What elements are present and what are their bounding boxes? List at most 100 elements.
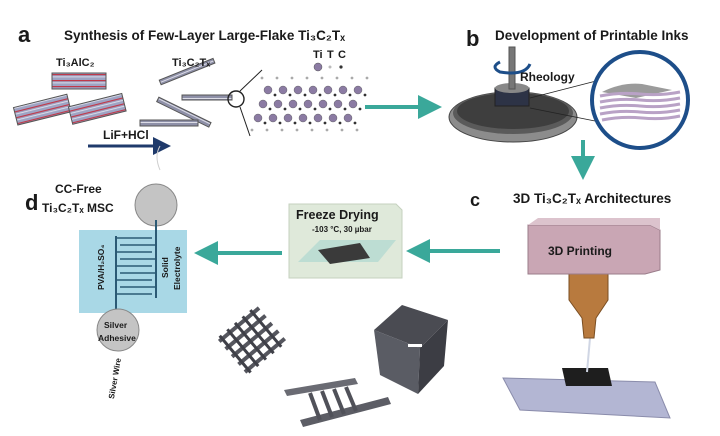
t-atom xyxy=(325,128,329,132)
c-atom xyxy=(328,107,332,111)
interdigitated-electrodes xyxy=(115,220,157,310)
ti-atom xyxy=(263,85,273,95)
printer-label: 3D Printing xyxy=(548,244,613,258)
zoom-line-ink-bottom xyxy=(529,107,601,123)
panel-b-title: Development of Printable Inks xyxy=(495,28,689,43)
adhesive-label-line1: Silver xyxy=(104,320,128,330)
flake-zoom-circle xyxy=(227,90,245,108)
c-atom xyxy=(343,107,347,111)
c-atom xyxy=(303,93,307,97)
t-atom xyxy=(295,128,299,132)
c-atom xyxy=(283,107,287,111)
ti-atom xyxy=(273,99,283,109)
printer-head-box xyxy=(527,218,661,275)
legend-t: T xyxy=(327,49,334,61)
c-atom xyxy=(338,121,342,125)
legend-ti: Ti xyxy=(313,49,323,61)
stacked-flakes-illustration xyxy=(599,83,681,122)
t-atom xyxy=(280,128,284,132)
freeze-drying-title: Freeze Drying xyxy=(296,208,379,222)
ti-atom xyxy=(308,85,318,95)
ti-atom xyxy=(303,99,313,109)
nozzle-tip xyxy=(586,337,591,373)
c-atom xyxy=(263,121,267,125)
printer-nozzle xyxy=(568,269,609,339)
c-atom xyxy=(268,107,272,111)
ti-atom xyxy=(348,99,358,109)
ti-atom-legend-icon xyxy=(313,62,323,72)
ti-atom xyxy=(283,113,293,123)
ti-atom xyxy=(323,85,333,95)
panel-letter-c: c xyxy=(470,190,481,210)
ti3alc2-stack-left xyxy=(12,93,72,126)
t-atom xyxy=(340,128,344,132)
c-atom xyxy=(288,93,292,97)
c-atom xyxy=(273,93,277,97)
legend-c: C xyxy=(338,49,346,61)
t-atom xyxy=(335,76,339,80)
t-atom-legend-icon xyxy=(328,65,332,69)
c-atom xyxy=(298,107,302,111)
freeze-drying-chamber xyxy=(288,203,403,279)
c-atom xyxy=(318,93,322,97)
freeze-drying-conditions: -103 °C, 30 µbar xyxy=(312,225,372,234)
t-atom xyxy=(350,76,354,80)
solid-label: Solid xyxy=(160,257,170,278)
ti3alc2-label: Ti₃AlC₂ xyxy=(56,57,95,69)
electrolyte-region xyxy=(79,230,187,313)
ti-atom xyxy=(328,113,338,123)
t-atom xyxy=(260,76,264,80)
ti-atom xyxy=(338,85,348,95)
ti-atom xyxy=(333,99,343,109)
electrolyte-label: Electrolyte xyxy=(172,246,182,290)
zoom-line-bottom xyxy=(239,106,251,137)
ti3alc2-stack-top xyxy=(51,72,107,90)
ti3c2tx-label: Ti₃C₂Tₓ xyxy=(172,57,211,69)
panel-d-title-line1: CC-Free xyxy=(55,182,102,196)
ti3c2tx-flakes xyxy=(139,57,233,128)
t-atom xyxy=(310,128,314,132)
ti3c2tx-atomic-lattice xyxy=(250,76,369,132)
ti-atom xyxy=(258,99,268,109)
c-atom xyxy=(353,121,357,125)
c-atom xyxy=(308,121,312,125)
panel-d-title-line2: Ti₃C₂Tₓ MSC xyxy=(42,201,114,215)
box-architecture xyxy=(374,305,448,394)
lattice-architecture xyxy=(217,306,287,374)
ti-atom xyxy=(268,113,278,123)
adhesive-label-line2: Adhesive xyxy=(98,333,136,343)
zoom-line-ink-top xyxy=(529,79,601,99)
panel-letter-a: a xyxy=(18,22,31,47)
panel-c-title: 3D Ti₃C₂Tₓ Architectures xyxy=(513,191,672,206)
ti-atom xyxy=(318,99,328,109)
t-atom xyxy=(275,76,279,80)
ti-atom xyxy=(343,113,353,123)
top-wire xyxy=(156,145,161,171)
ti3alc2-stack-right xyxy=(67,92,127,125)
c-atom xyxy=(348,93,352,97)
ti-atom xyxy=(253,113,263,123)
rheology-label: Rheology xyxy=(520,70,575,84)
c-atom xyxy=(293,121,297,125)
etchant-label: LiF+HCl xyxy=(103,128,149,142)
zoom-line-top xyxy=(239,69,263,92)
t-atom xyxy=(290,76,294,80)
t-atom xyxy=(320,76,324,80)
c-atom xyxy=(313,107,317,111)
ti-atom xyxy=(353,85,363,95)
electrolyte-formula-label: PVA/H₂SO₄ xyxy=(96,244,106,290)
panel-letter-d: d xyxy=(25,190,39,215)
c-atom xyxy=(278,121,282,125)
c-atom xyxy=(333,93,337,97)
ti-atom xyxy=(313,113,323,123)
panel-letter-b: b xyxy=(466,26,480,51)
t-atom xyxy=(265,128,269,132)
ti-atom xyxy=(293,85,303,95)
top-silver-adhesive-pad xyxy=(134,183,178,227)
printed-structure xyxy=(562,368,612,386)
t-atom xyxy=(250,128,254,132)
comb-architecture xyxy=(284,378,391,427)
t-atom xyxy=(355,128,359,132)
ti-atom xyxy=(288,99,298,109)
